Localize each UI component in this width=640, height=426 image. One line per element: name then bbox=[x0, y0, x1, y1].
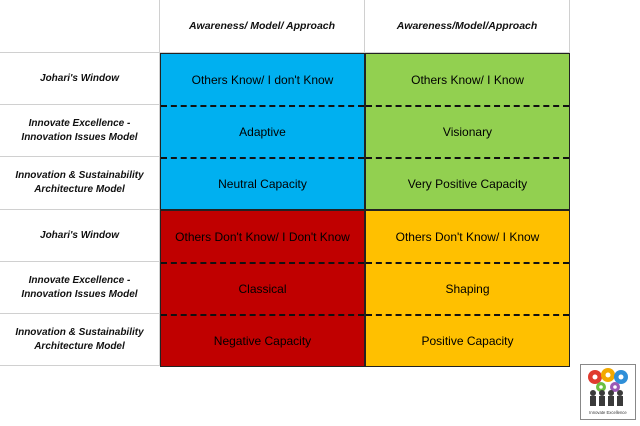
quadrant-cell: Visionary bbox=[442, 125, 493, 139]
column-header-2: Awareness/Model/Approach bbox=[365, 0, 570, 53]
corner-cell bbox=[0, 0, 160, 53]
quadrant-cell: Others Don't Know/ I Know bbox=[395, 230, 540, 244]
quadrant-cell: Positive Capacity bbox=[421, 334, 514, 348]
dashed-divider bbox=[161, 262, 364, 264]
dashed-divider bbox=[366, 314, 569, 316]
row-label-johari-top: Johari's Window bbox=[0, 53, 160, 105]
quadrant-bottom-left: Others Don't Know/ I Don't Know Classica… bbox=[160, 210, 365, 367]
column-header-1: Awareness/ Model/ Approach bbox=[160, 0, 365, 53]
dashed-divider bbox=[366, 105, 569, 107]
row-label-sustainability-bottom: Innovation & Sustainability Architecture… bbox=[0, 314, 160, 366]
dashed-divider bbox=[161, 105, 364, 107]
quadrant-bottom-right: Others Don't Know/ I Know Shaping Positi… bbox=[365, 210, 570, 367]
quadrant-cell: Others Don't Know/ I Don't Know bbox=[175, 230, 350, 244]
row-label-sustainability-top: Innovation & Sustainability Architecture… bbox=[0, 157, 160, 210]
dashed-divider bbox=[366, 262, 569, 264]
gears-people-logo-icon: Innovate Excellence bbox=[588, 368, 628, 415]
quadrant-cell: Others Know/ I don't Know bbox=[191, 73, 334, 87]
quadrant-cell: Very Positive Capacity bbox=[407, 177, 528, 191]
logo-text: Innovate Excellence bbox=[589, 410, 627, 415]
dashed-divider bbox=[161, 314, 364, 316]
row-label-johari-bottom: Johari's Window bbox=[0, 210, 160, 262]
innovate-excellence-logo: Innovate Excellence bbox=[580, 364, 636, 420]
dashed-divider bbox=[161, 157, 364, 159]
quadrant-cell: Classical bbox=[238, 282, 287, 296]
quadrant-cell: Shaping bbox=[445, 282, 490, 296]
dashed-divider bbox=[366, 157, 569, 159]
quadrant-top-right: Others Know/ I Know Visionary Very Posit… bbox=[365, 53, 570, 210]
quadrant-cell: Adaptive bbox=[239, 125, 286, 139]
quadrant-cell: Others Know/ I Know bbox=[411, 73, 524, 87]
quadrant-top-left: Others Know/ I don't Know Adaptive Neutr… bbox=[160, 53, 365, 210]
quadrant-cell: Negative Capacity bbox=[213, 334, 312, 348]
row-label-innovation-issues-top: Innovate Excellence - Innovation Issues … bbox=[0, 105, 160, 157]
row-label-innovation-issues-bottom: Innovate Excellence - Innovation Issues … bbox=[0, 262, 160, 314]
quadrant-cell: Neutral Capacity bbox=[218, 177, 307, 191]
